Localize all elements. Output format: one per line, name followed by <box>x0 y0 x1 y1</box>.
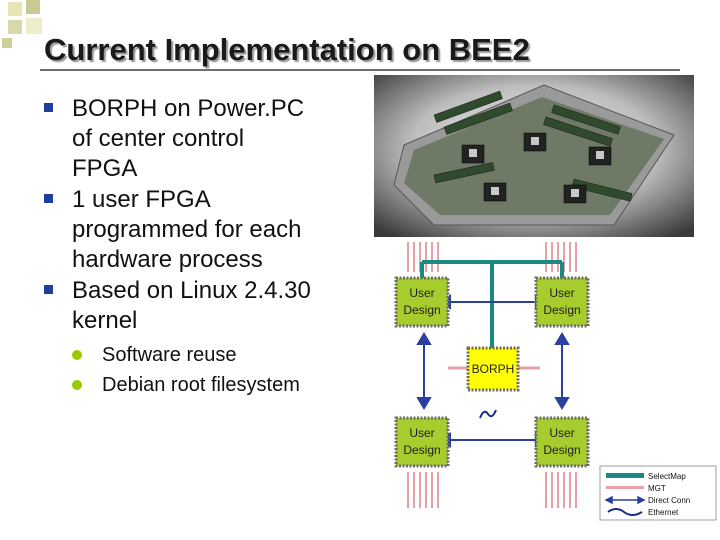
chip-label-line2: Design <box>543 443 580 457</box>
chip-label-line2: Design <box>403 303 440 317</box>
round-bullet-icon <box>72 380 82 390</box>
square-bullet-icon <box>44 285 53 294</box>
chip-label-line2: Design <box>403 443 440 457</box>
legend-direct-conn-swatch <box>604 495 646 505</box>
fpga-chip-bottom-right: User Design <box>534 416 590 468</box>
fpga-chip-top-left: User Design <box>394 276 450 328</box>
legend-label: Direct Conn <box>648 496 690 505</box>
fpga-chip-top-right: User Design <box>534 276 590 328</box>
chip-label-line1: User <box>409 286 434 300</box>
fpga-chip-bottom-left: User Design <box>394 416 450 468</box>
bullet-line: programmed for each <box>72 216 302 243</box>
sub-bullet-debian: Debian root filesystem <box>72 370 360 400</box>
corner-decoration <box>2 0 42 48</box>
bullet-list: BORPH on Power.PC of center control FPGA… <box>40 94 360 401</box>
chip-label-line1: User <box>409 426 434 440</box>
bullet-line: BORPH on Power.PC <box>72 95 305 122</box>
fpga-interconnect-diagram: User Design User Design User Design User… <box>394 242 717 521</box>
legend-label: Ethernet <box>648 508 679 517</box>
selectmap-bus <box>420 260 564 350</box>
fpga-chip-center-borph: BORPH <box>466 346 520 392</box>
bullet-line: 1 user FPGA <box>72 186 211 213</box>
sub-bullet-text: Debian root filesystem <box>102 374 300 396</box>
bullet-borph: BORPH on Power.PC of center control FPGA <box>40 94 360 184</box>
bullet-line: of center control <box>72 125 245 152</box>
sub-bullet-list: Software reuse Debian root filesystem <box>72 340 360 400</box>
bullet-line: Based on Linux 2.4.30 <box>72 277 311 304</box>
legend-label: SelectMap <box>648 472 686 481</box>
bullet-user-fpga: 1 user FPGA programmed for each hardware… <box>40 185 360 275</box>
square-bullet-icon <box>44 194 53 203</box>
bullet-line: kernel <box>72 307 138 334</box>
legend-label: MGT <box>648 484 666 493</box>
legend: SelectMap MGT Direct Conn Ethernet <box>599 465 717 521</box>
bee2-board-photo <box>374 75 694 237</box>
legend-mgt-swatch <box>606 486 644 489</box>
legend-ethernet-swatch <box>607 508 643 516</box>
sub-bullet-software-reuse: Software reuse <box>72 340 360 370</box>
slide-title: Current Implementation on BEE2 <box>44 32 530 67</box>
title-divider <box>40 69 680 71</box>
chip-label-line2: Design <box>543 303 580 317</box>
mgt-links-bottom <box>407 472 577 508</box>
chip-label-line1: User <box>549 426 574 440</box>
round-bullet-icon <box>72 350 82 360</box>
bullet-line: hardware process <box>72 246 263 273</box>
center-chip-label: BORPH <box>472 362 515 376</box>
bullet-linux: Based on Linux 2.4.30 kernel Software re… <box>40 276 360 400</box>
square-bullet-icon <box>44 103 53 112</box>
chip-label-line1: User <box>549 286 574 300</box>
sub-bullet-text: Software reuse <box>102 344 237 366</box>
bullet-line: FPGA <box>72 155 138 182</box>
legend-selectmap-swatch <box>606 473 644 478</box>
ethernet-link <box>479 409 497 419</box>
